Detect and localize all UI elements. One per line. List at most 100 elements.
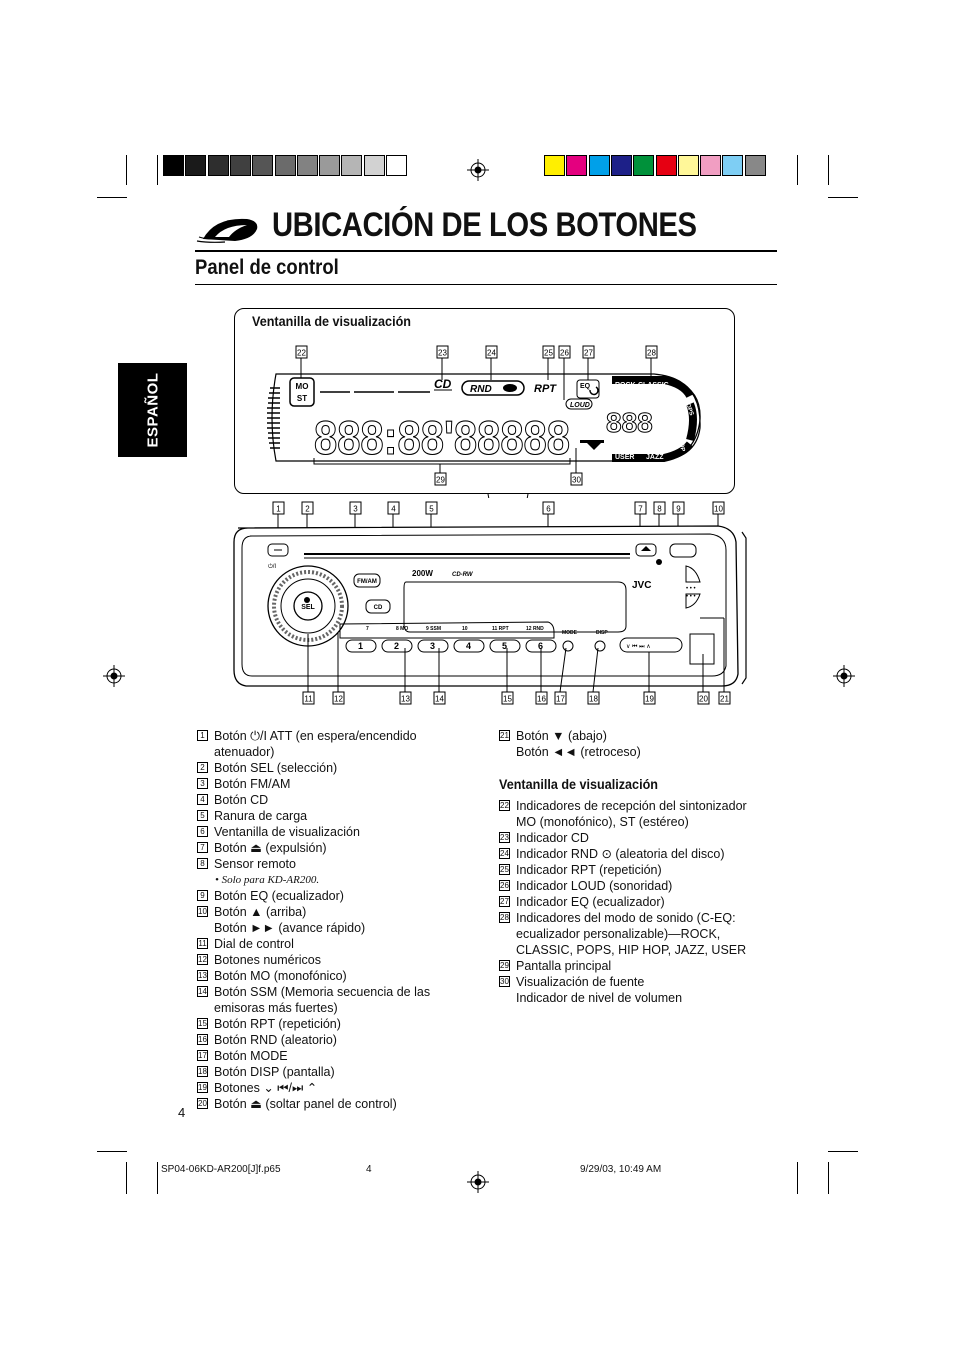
color-swatch [566,155,588,176]
svg-text:8: 8 [657,505,662,514]
registration-mark-icon [467,159,489,181]
svg-text:5: 5 [429,505,434,514]
svg-text:888: 888 [606,407,653,438]
registration-mark-icon [833,665,855,687]
svg-text:• • •: • • • [686,594,696,600]
svg-text:MODE: MODE [562,630,578,636]
color-swatch [722,155,744,176]
remote-sensor-note: • Solo para KD-AR200. [215,874,320,886]
callout-25: 25 [542,345,555,380]
subtitle-rule [195,284,777,285]
callout-18: 18 [587,647,600,705]
callout-14: 14 [433,648,446,705]
svg-text:JVC: JVC [632,580,651,591]
svg-text:6: 6 [538,641,543,651]
svg-text:FM/AM: FM/AM [357,579,377,585]
svg-text:EQ: EQ [580,383,591,390]
svg-text:20: 20 [699,695,708,704]
svg-text:24: 24 [487,349,496,358]
svg-text:9 SSM: 9 SSM [426,626,441,632]
svg-text:28: 28 [647,349,656,358]
svg-text:POPS: POPS [683,399,694,417]
svg-text:14: 14 [435,695,444,704]
callout-22: 22 [295,345,308,380]
color-swatch [229,155,251,176]
svg-text:19: 19 [645,695,654,704]
callout-26: 26 [558,345,571,400]
color-swatch [185,155,207,176]
svg-text:16: 16 [537,695,546,704]
svg-text:29: 29 [436,476,445,485]
svg-text:6: 6 [546,505,551,514]
svg-text:11 RPT: 11 RPT [492,626,509,632]
page-title: UBICACIÓN DE LOS BOTONES [272,206,697,244]
callout-19: 19 [643,652,656,705]
svg-text:18: 18 [589,695,598,704]
svg-text:ROCK: ROCK [615,382,636,389]
color-swatch [655,155,677,176]
control-panel-diagram: 1 2 3 4 5 6 7 8 9 10 ⏻/I SEL FM/AM CD 20… [233,501,747,705]
svg-text:21: 21 [720,695,729,704]
svg-text:8 MO: 8 MO [396,626,408,632]
section-logo-icon [196,218,258,243]
color-swatch [700,155,722,176]
display-diagram: 22 23 24 25 26 27 28 29 30 MO ST CD RND … [267,345,701,498]
svg-text:4: 4 [466,641,471,651]
page-number: 4 [178,1105,186,1120]
color-swatch [207,155,229,176]
svg-text:10: 10 [462,626,468,632]
callout-11: 11 [302,634,315,705]
svg-text:25: 25 [544,349,553,358]
color-swatch [588,155,610,176]
svg-text:27: 27 [584,349,593,358]
svg-text:2: 2 [305,505,310,514]
svg-text:JAZZ: JAZZ [646,454,664,461]
color-swatch [341,155,363,176]
svg-text:15: 15 [503,695,512,704]
color-swatch [252,155,274,176]
svg-text:26: 26 [560,349,569,358]
svg-text:13: 13 [401,695,410,704]
svg-text:CD: CD [434,377,452,391]
callout-17: 17 [554,647,567,705]
callout-13: 13 [399,648,412,705]
callout-20: 20 [697,654,710,705]
svg-text:USER: USER [615,454,634,461]
callout-21: 21 [700,617,731,705]
svg-text:4: 4 [391,505,396,514]
svg-text:7: 7 [638,505,643,514]
color-swatch [163,155,184,176]
display-window-heading: Ventanilla de visualización [252,313,411,329]
svg-text:CLASSIC: CLASSIC [638,382,669,389]
registration-mark-icon [103,665,125,687]
svg-text:CD-RW: CD-RW [452,572,474,578]
display-list-heading: Ventanilla de visualización [499,776,658,792]
svg-text:RND: RND [470,384,492,395]
color-swatch [363,155,385,176]
color-swatch [610,155,632,176]
svg-text:11: 11 [304,695,313,704]
svg-text:10: 10 [714,505,723,514]
svg-text:HIP HOP: HIP HOP [675,427,685,452]
